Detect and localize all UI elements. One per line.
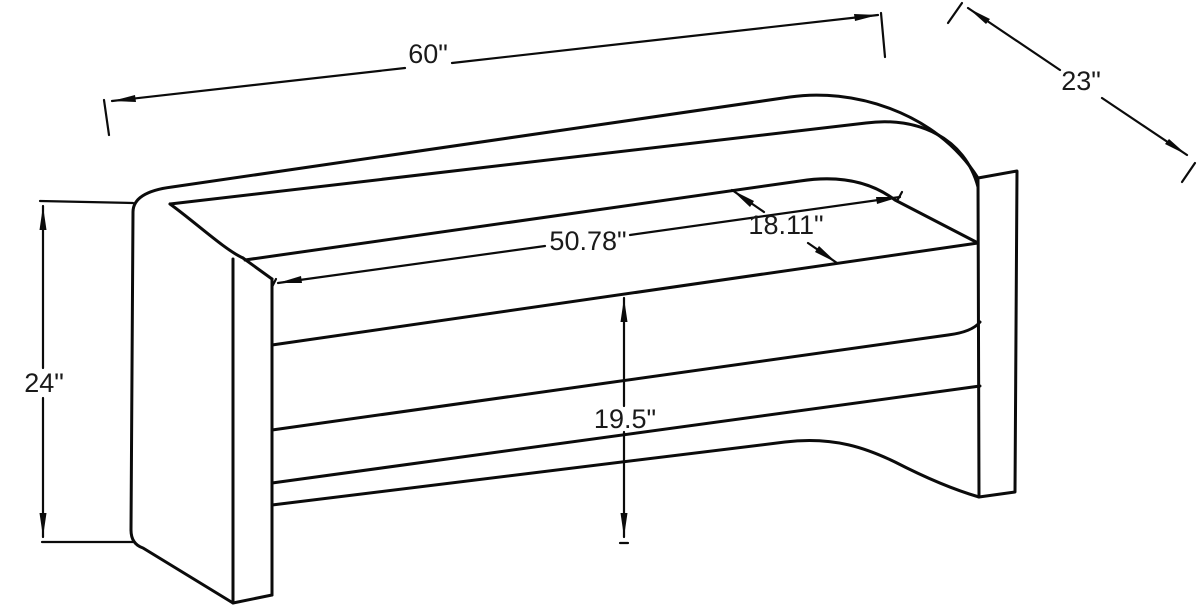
- dimension-overall-height: 24": [24, 199, 135, 544]
- arrowhead-bottom: [39, 513, 47, 537]
- arrowhead-bottom: [1165, 139, 1187, 155]
- dim-line: [110, 66, 407, 103]
- dim-line: [450, 13, 880, 65]
- arrowhead-top: [732, 190, 754, 207]
- dimension-seat-clearance: 19.5": [594, 296, 656, 545]
- rail-inner-top-edge: [168, 120, 980, 206]
- dim-18-11-label: 18.11": [748, 210, 823, 240]
- dimension-overall-width: 60": [102, 11, 887, 137]
- extension-tick: [102, 98, 111, 137]
- arrowhead-top: [968, 8, 990, 24]
- arrowhead-bottom: [815, 246, 837, 263]
- shelf-top-edge: [270, 384, 982, 485]
- extension-tick: [895, 190, 904, 203]
- arrowhead-right: [876, 197, 900, 204]
- seat-front-edge: [270, 241, 980, 347]
- dim-line: [276, 244, 547, 285]
- extension-line-top: [38, 199, 135, 205]
- extension-tick: [1180, 161, 1197, 184]
- dim-19-5-label: 19.5": [594, 404, 656, 434]
- arrowhead-top: [39, 206, 47, 230]
- arrowhead-left: [112, 95, 136, 102]
- dim-60-label: 60": [408, 39, 448, 69]
- extension-tick: [879, 11, 887, 59]
- arrowhead-right: [854, 14, 878, 21]
- extension-tick: [270, 277, 278, 289]
- dimension-interior-width: 50.78": [270, 190, 904, 289]
- dim-50-78-label: 50.78": [549, 226, 626, 256]
- arrowhead-left: [278, 276, 302, 283]
- dim-line: [628, 195, 902, 237]
- shelf-bottom-swoosh-edge: [270, 438, 981, 507]
- arm-top-depth-edge: [241, 256, 274, 281]
- right-side-panel: [976, 169, 1019, 499]
- dim-23-label: 23": [1061, 66, 1101, 96]
- waterfall-inner-curve: [168, 202, 245, 260]
- extension-tick: [946, 1, 964, 25]
- dimension-overall-depth: 23": [946, 1, 1197, 184]
- dim-24-label: 24": [24, 368, 64, 398]
- bench-outline: [129, 93, 1019, 605]
- arrowhead-bottom: [620, 513, 628, 537]
- arrowhead-top: [620, 298, 628, 322]
- dimension-seat-depth: 18.11": [730, 188, 839, 265]
- arm-bottom-edge: [129, 528, 274, 605]
